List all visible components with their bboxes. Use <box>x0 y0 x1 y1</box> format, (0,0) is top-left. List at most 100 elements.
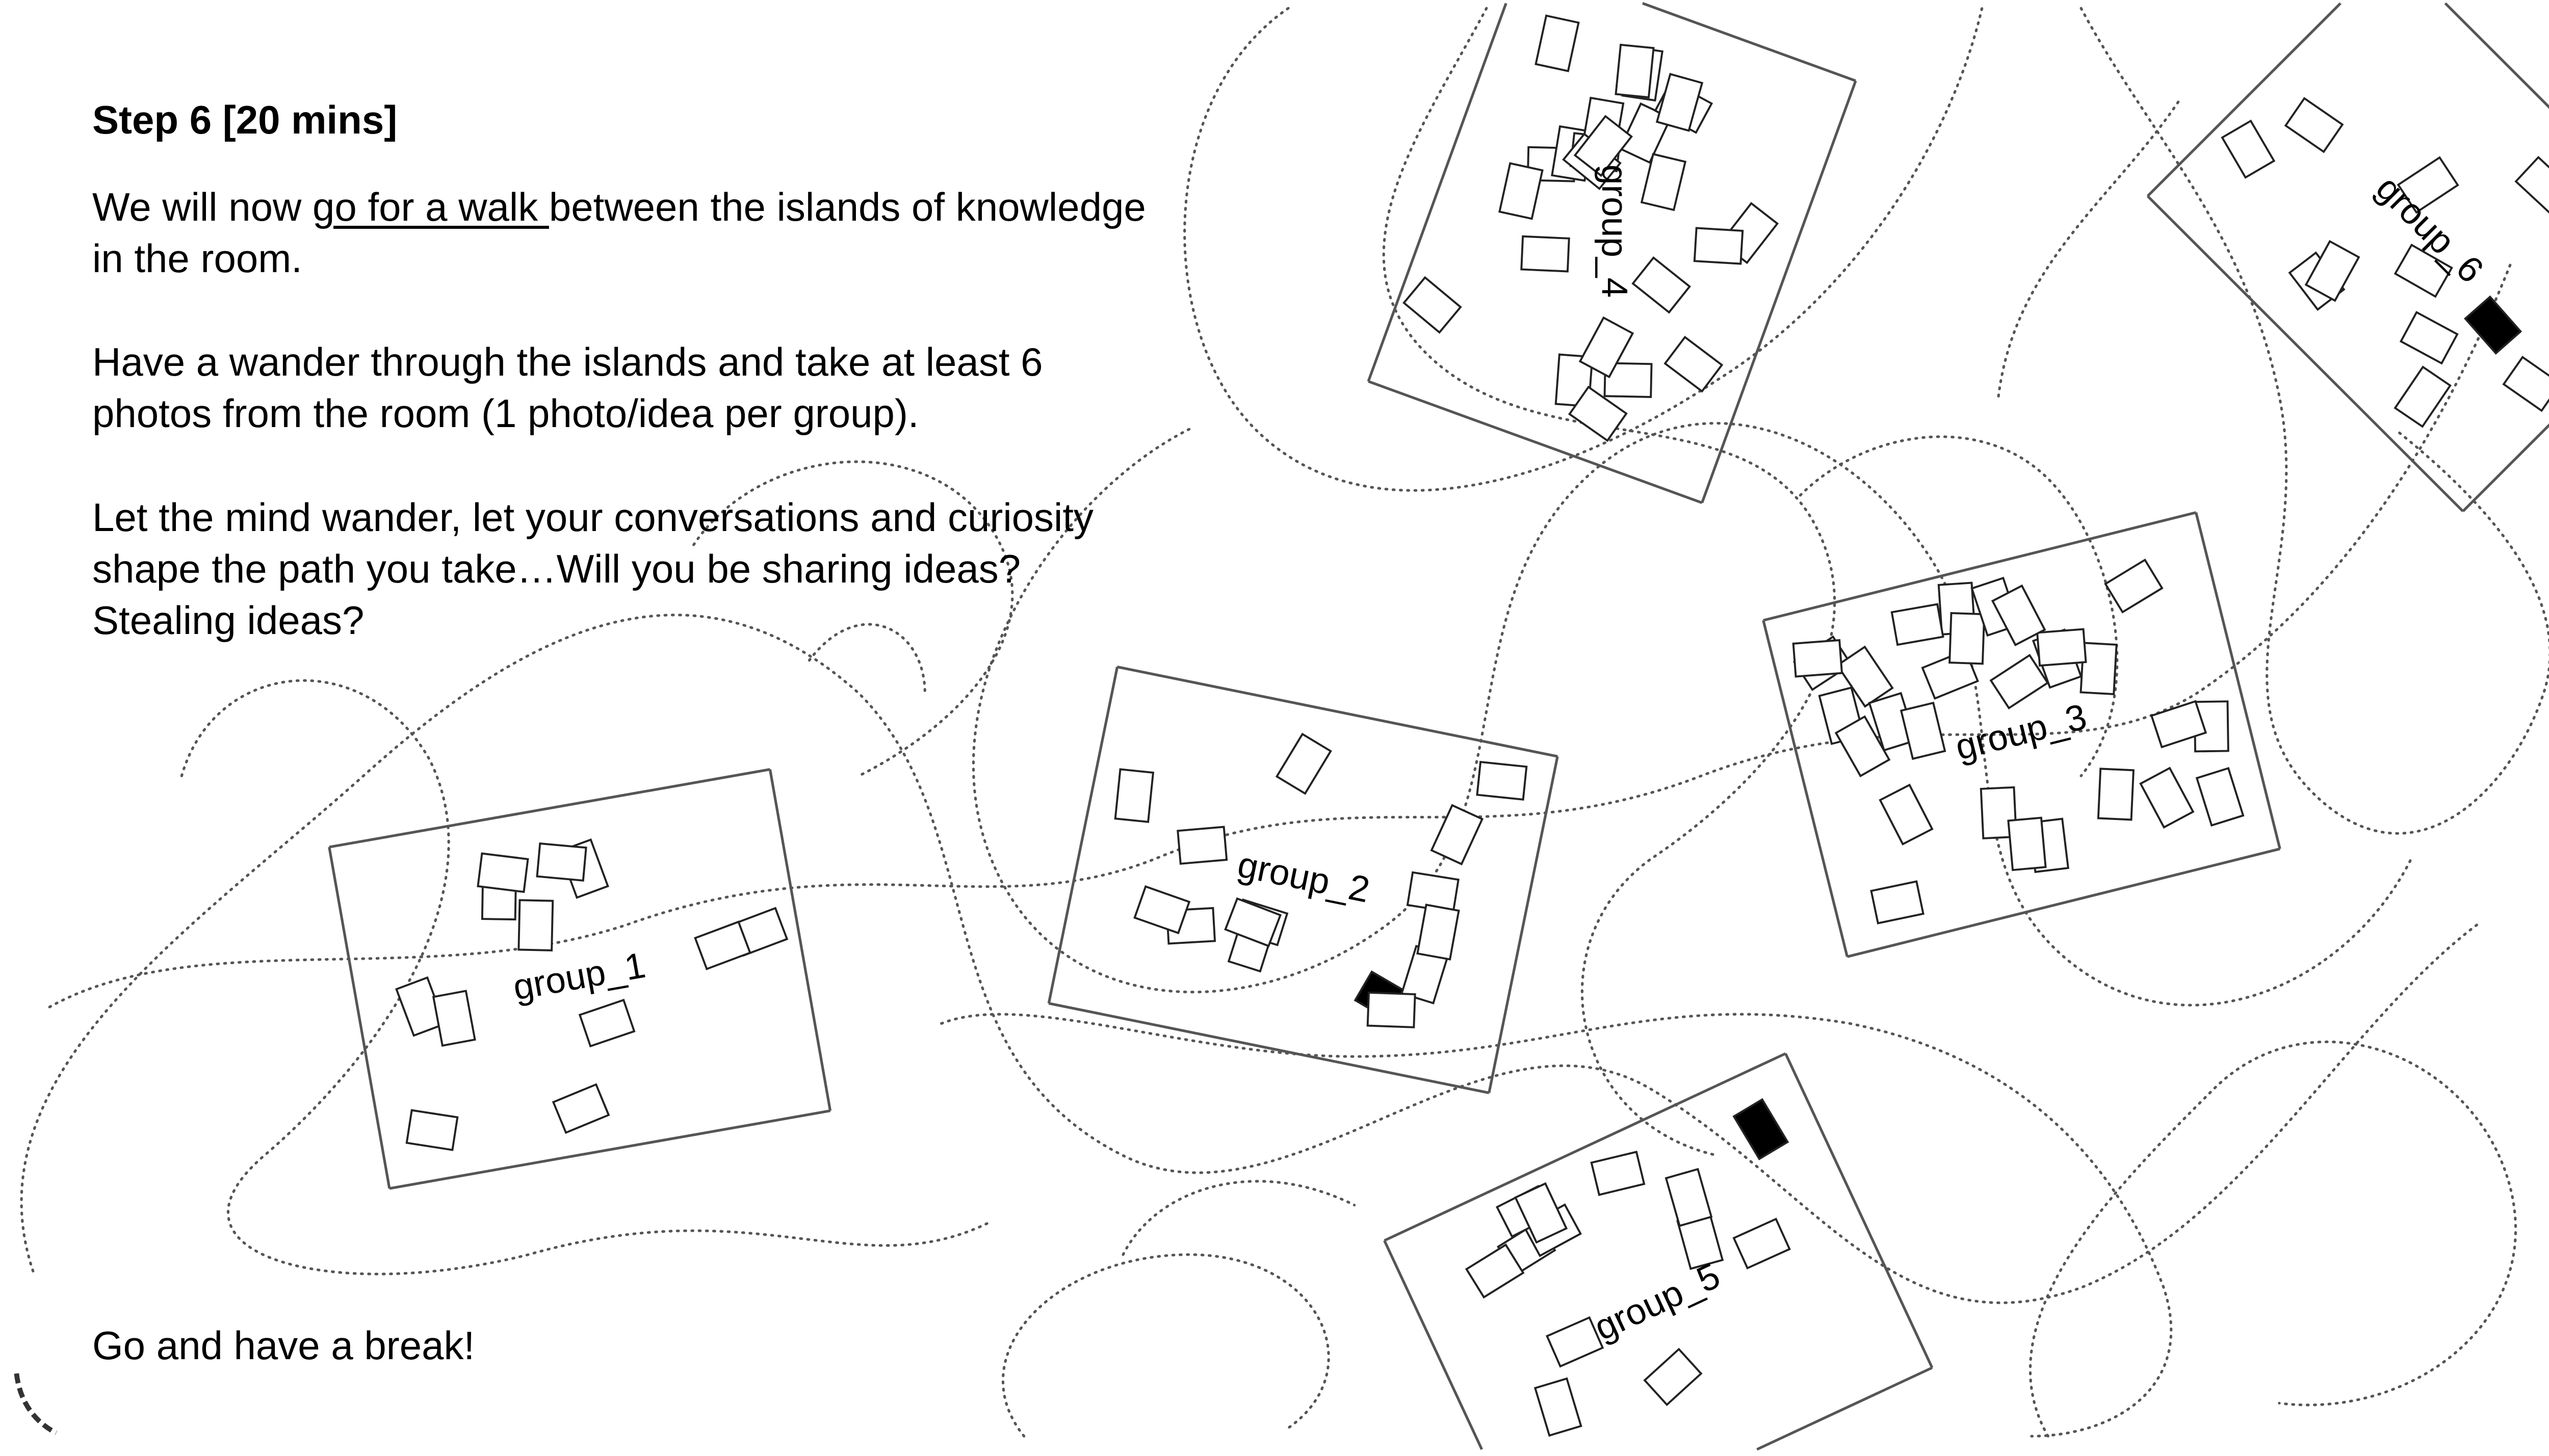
island-boundary <box>1846 848 2280 958</box>
sticky-note <box>1643 1347 1703 1407</box>
island-boundary <box>1117 666 1558 758</box>
island-boundary <box>328 846 391 1189</box>
sticky-note <box>1640 153 1687 211</box>
sticky-note <box>2514 155 2549 215</box>
walk-path <box>1799 97 2182 778</box>
walking-paths <box>20 7 2549 1438</box>
sticky-note <box>1989 653 2049 710</box>
island-2: group_2 <box>1047 666 1559 1094</box>
sticky-note <box>1900 701 1946 760</box>
sticky-note <box>1465 1243 1525 1299</box>
sticky-note <box>1275 732 1332 795</box>
sticky-note <box>2079 642 2118 696</box>
walk-path <box>972 421 2413 1007</box>
walk-link[interactable]: go for a walk <box>313 184 549 229</box>
sticky-note <box>2394 243 2453 298</box>
sticky-note <box>536 842 587 882</box>
island-boundary <box>1368 380 1703 504</box>
sticky-note <box>1590 1150 1646 1196</box>
sticky-note <box>2304 240 2360 302</box>
sticky-note <box>1514 1182 1568 1244</box>
island-boundary <box>2462 423 2549 513</box>
sticky-note <box>1615 43 1655 99</box>
sticky-note <box>1430 804 1484 866</box>
island-boundary <box>329 768 770 849</box>
island-boundary <box>1383 1240 1484 1450</box>
island-boundary <box>2195 512 2281 850</box>
island-boundary <box>1701 80 1857 504</box>
sticky-note <box>1693 227 1744 265</box>
sticky-note <box>1890 603 1944 646</box>
sticky-note <box>517 899 554 951</box>
sticky-note <box>1568 385 1628 442</box>
sticky-note <box>1631 256 1692 314</box>
group-label: group_4 <box>1594 165 1635 298</box>
walk-path <box>48 262 2512 1009</box>
sticky-note <box>1664 1168 1713 1227</box>
sticky-note <box>1546 1316 1604 1368</box>
sticky-note <box>1991 584 2046 647</box>
walk-path <box>2079 7 2549 835</box>
walk-path <box>1183 7 1984 492</box>
sticky-note <box>2464 295 2522 355</box>
sticky-note <box>2195 767 2245 827</box>
sticky-note <box>1870 880 1924 924</box>
sticky-note <box>2139 766 2195 829</box>
sticky-note <box>1603 362 1653 398</box>
island-boundary <box>768 769 832 1111</box>
sticky-note <box>1732 1217 1791 1269</box>
group-label: group_5 <box>1588 1255 1726 1348</box>
sticky-note <box>405 1109 459 1151</box>
sticky-note <box>1948 612 1986 665</box>
instruction-walk: We will now go for a walk between the is… <box>92 181 1163 284</box>
walk-path <box>940 1013 2173 1438</box>
break-message: Go and have a break! <box>92 1323 475 1368</box>
walk-path <box>20 614 2479 1304</box>
sticky-note <box>1573 115 1633 177</box>
sticky-note <box>1366 991 1416 1028</box>
sticky-note <box>2502 356 2549 412</box>
sticky-note <box>432 990 476 1047</box>
group-label: group_2 <box>1234 844 1373 911</box>
sticky-note <box>1476 760 1528 801</box>
walk-path <box>180 679 993 1276</box>
sticky-note <box>1836 645 1894 708</box>
sticky-note <box>694 920 751 970</box>
island-boundary <box>1488 756 1559 1093</box>
step-title: Step 6 [20 mins] <box>92 97 398 142</box>
sticky-note <box>2036 628 2087 667</box>
island-boundary <box>1642 2 1856 83</box>
instruction-wander: Let the mind wander, let your conversati… <box>92 495 1094 643</box>
island-boundary <box>1384 1052 1786 1242</box>
sticky-note <box>1534 14 1580 72</box>
sticky-note <box>1416 904 1460 961</box>
sticky-note <box>552 1083 610 1134</box>
sticky-note <box>1114 768 1155 823</box>
island-boundary <box>1756 1366 1933 1451</box>
sticky-note <box>2097 767 2135 821</box>
island-5: group_5 <box>1383 1052 1934 1451</box>
sticky-note <box>1655 72 1704 132</box>
sticky-note <box>1533 1377 1582 1437</box>
island-boundary <box>1784 1053 1934 1368</box>
walk-path <box>1001 1180 1356 1438</box>
island-4: group_4 <box>1367 2 1857 504</box>
island-boundary <box>1763 511 2197 622</box>
island-boundary <box>1047 667 1119 1004</box>
sticky-note <box>1498 162 1544 220</box>
sticky-note <box>1834 715 1891 778</box>
sticky-note <box>1732 1098 1789 1160</box>
island-boundary <box>389 1109 831 1190</box>
island-boundary <box>1762 620 1849 957</box>
sticky-note <box>2007 816 2047 871</box>
sticky-note <box>1402 276 1462 334</box>
loading-spinner-icon <box>14 1373 58 1435</box>
sticky-note <box>1663 335 1724 393</box>
island-boundary <box>2444 2 2549 109</box>
sticky-note <box>1224 897 1282 947</box>
island-boundary <box>1048 1002 1490 1094</box>
instruction-text: We will now <box>92 184 313 229</box>
sticky-note <box>2397 156 2459 214</box>
sticky-note <box>2150 700 2207 749</box>
